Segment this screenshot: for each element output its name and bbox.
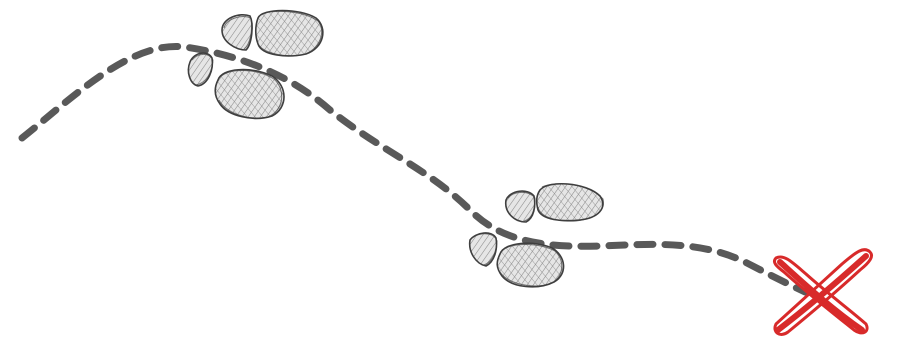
x-mark-icon	[774, 250, 871, 335]
dashed-trail	[22, 46, 805, 292]
x-stroke	[778, 256, 866, 330]
stone-icon	[497, 243, 563, 287]
stone-icon	[188, 53, 213, 86]
stone-icon	[256, 11, 323, 56]
stone-icon	[222, 15, 252, 50]
stone-icon	[470, 233, 497, 266]
stone-icon	[215, 70, 284, 119]
stone-icon	[506, 191, 535, 222]
footprint-icon	[470, 184, 604, 287]
stone-icon	[537, 184, 604, 221]
